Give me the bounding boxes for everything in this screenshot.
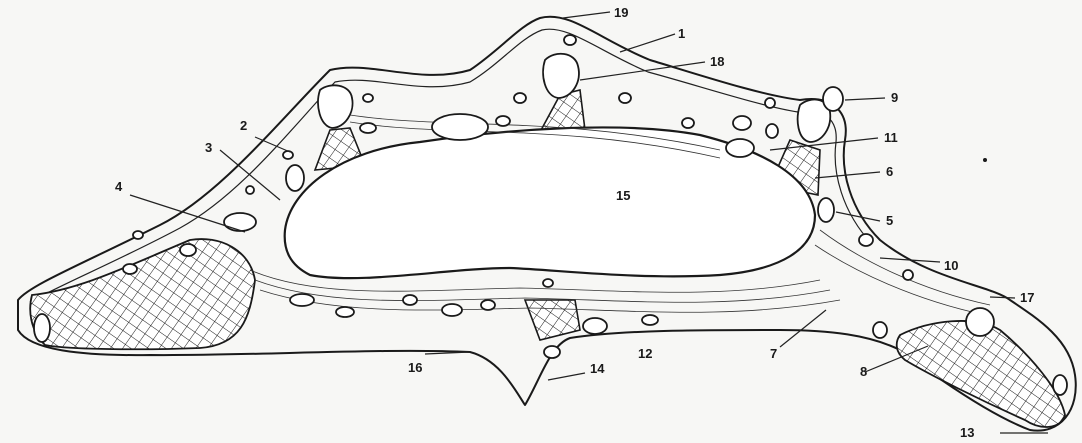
label-6: 6: [886, 164, 893, 179]
label-1: 1: [678, 26, 685, 41]
label-8: 8: [860, 364, 867, 379]
label-3: 3: [205, 140, 212, 155]
tooth-left: [318, 85, 352, 128]
label-5: 5: [886, 213, 893, 228]
label-17: 17: [1020, 290, 1034, 305]
label-11: 11: [884, 130, 898, 145]
label-14: 14: [590, 361, 605, 376]
label-16: 16: [408, 360, 422, 375]
hatch-bottom-center: [525, 300, 580, 340]
hatch-left: [30, 239, 255, 349]
label-4: 4: [115, 179, 123, 194]
label-15: 15: [616, 188, 630, 203]
label-19: 19: [614, 5, 628, 20]
label-7: 7: [770, 346, 777, 361]
label-9: 9: [891, 90, 898, 105]
label-10: 10: [944, 258, 958, 273]
dot-mark: [983, 158, 987, 162]
label-13: 13: [960, 425, 974, 440]
label-2: 2: [240, 118, 247, 133]
label-12: 12: [638, 346, 652, 361]
label-18: 18: [710, 54, 724, 69]
